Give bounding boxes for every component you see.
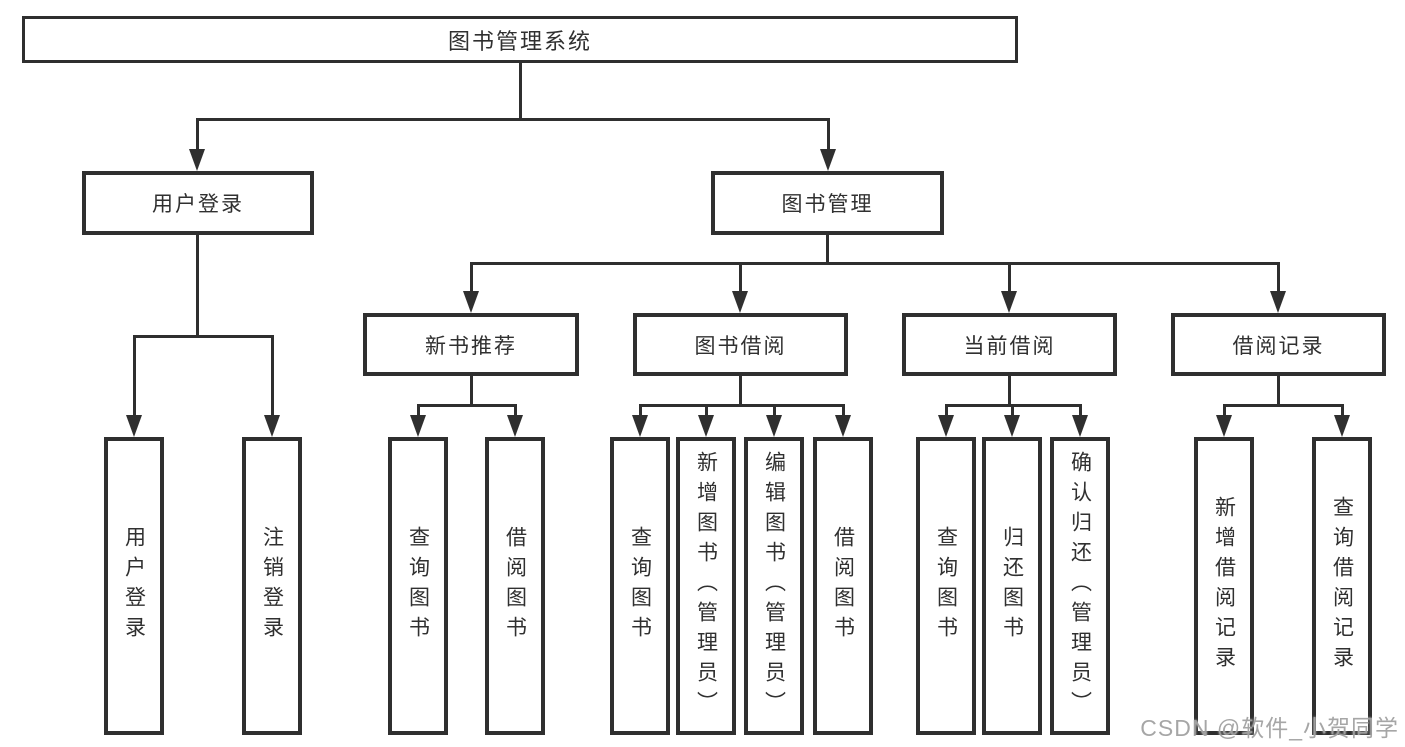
arrowhead-down-icon (1216, 415, 1232, 437)
node-user-login-label: 用户登录 (152, 193, 244, 216)
leaf-return-book-label: 归还图书 (1000, 526, 1024, 646)
watermark: CSDN @软件_小贺同学 (1140, 715, 1399, 741)
connector-vline (1341, 404, 1344, 419)
node-book-management-label: 图书管理 (781, 193, 874, 216)
leaf-confirm-return-admin-label: 确认归还（管理员） (1068, 451, 1092, 721)
connector-vline (133, 335, 136, 419)
leaf-confirm-return-admin: 确认归还（管理员） (1050, 437, 1110, 735)
leaf-return-book: 归还图书 (982, 437, 1042, 735)
connector-vline (271, 335, 274, 419)
connector-vline (639, 404, 642, 419)
connector-vline (1008, 376, 1011, 407)
connector-vline (945, 404, 948, 419)
connector-vline (519, 63, 522, 119)
arrowhead-down-icon (410, 415, 426, 437)
arrowhead-down-icon (463, 291, 479, 313)
connector-hline (133, 335, 274, 338)
connector-hline (417, 404, 517, 407)
node-current-borrow: 当前借阅 (902, 313, 1117, 376)
connector-vline (470, 262, 473, 296)
leaf-query-books-borrow-label: 查询图书 (628, 526, 652, 646)
arrowhead-down-icon (938, 415, 954, 437)
connector-vline (773, 404, 776, 419)
connector-vline (1277, 262, 1280, 296)
connector-hline (1223, 404, 1344, 407)
connector-hline (639, 404, 845, 407)
leaf-add-book-admin: 新增图书（管理员） (676, 437, 736, 735)
leaf-user-login-label: 用户登录 (122, 526, 146, 646)
leaf-query-borrow-record-label: 查询借阅记录 (1330, 496, 1354, 676)
connector-hline (196, 118, 830, 121)
connector-vline (1277, 376, 1280, 407)
connector-vline (196, 118, 199, 154)
leaf-add-borrow-record-label: 新增借阅记录 (1212, 496, 1236, 676)
leaf-query-books-recommend: 查询图书 (388, 437, 448, 735)
connector-vline (514, 404, 517, 419)
leaf-add-book-admin-label: 新增图书（管理员） (694, 451, 718, 721)
arrowhead-down-icon (698, 415, 714, 437)
node-current-borrow-label: 当前借阅 (963, 334, 1056, 358)
arrowhead-down-icon (1001, 291, 1017, 313)
arrowhead-down-icon (732, 291, 748, 313)
arrowhead-down-icon (820, 149, 836, 171)
leaf-query-books-borrow: 查询图书 (610, 437, 670, 735)
connector-vline (1011, 404, 1014, 419)
leaf-query-books-recommend-label: 查询图书 (406, 526, 430, 646)
connector-vline (826, 235, 829, 265)
arrowhead-down-icon (632, 415, 648, 437)
arrowhead-down-icon (1004, 415, 1020, 437)
leaf-edit-book-admin: 编辑图书（管理员） (744, 437, 804, 735)
connector-vline (705, 404, 708, 419)
connector-vline (1079, 404, 1082, 419)
connector-vline (470, 376, 473, 407)
connector-vline (739, 376, 742, 407)
arrowhead-down-icon (1334, 415, 1350, 437)
leaf-borrow-books-recommend-label: 借阅图书 (503, 526, 527, 646)
leaf-edit-book-admin-label: 编辑图书（管理员） (762, 451, 786, 721)
leaf-logout: 注销登录 (242, 437, 302, 735)
arrowhead-down-icon (766, 415, 782, 437)
leaf-query-borrow-record: 查询借阅记录 (1312, 437, 1372, 735)
node-borrow-records: 借阅记录 (1171, 313, 1386, 376)
leaf-borrow-books-recommend: 借阅图书 (485, 437, 545, 735)
node-new-book-recommend: 新书推荐 (363, 313, 579, 376)
arrowhead-down-icon (1270, 291, 1286, 313)
connector-vline (842, 404, 845, 419)
connector-vline (739, 262, 742, 296)
leaf-query-books-current: 查询图书 (916, 437, 976, 735)
leaf-user-login: 用户登录 (104, 437, 164, 735)
arrowhead-down-icon (189, 149, 205, 171)
node-user-login: 用户登录 (82, 171, 314, 235)
leaf-borrow-books-label: 借阅图书 (831, 526, 855, 646)
arrowhead-down-icon (126, 415, 142, 437)
leaf-add-borrow-record: 新增借阅记录 (1194, 437, 1254, 735)
leaf-logout-label: 注销登录 (260, 526, 284, 646)
connector-vline (1223, 404, 1226, 419)
arrowhead-down-icon (507, 415, 523, 437)
arrowhead-down-icon (835, 415, 851, 437)
connector-vline (196, 235, 199, 338)
node-book-borrow-label: 图书借阅 (694, 334, 787, 358)
connector-hline (470, 262, 1280, 265)
node-new-book-recommend-label: 新书推荐 (425, 334, 517, 358)
leaf-borrow-books: 借阅图书 (813, 437, 873, 735)
node-book-management: 图书管理 (711, 171, 944, 235)
node-borrow-records-label: 借阅记录 (1232, 334, 1325, 358)
node-root: 图书管理系统 (22, 16, 1018, 63)
arrowhead-down-icon (264, 415, 280, 437)
arrowhead-down-icon (1072, 415, 1088, 437)
leaf-query-books-current-label: 查询图书 (934, 526, 958, 646)
connector-vline (417, 404, 420, 419)
node-book-borrow: 图书借阅 (633, 313, 848, 376)
connector-vline (827, 118, 830, 154)
connector-vline (1008, 262, 1011, 296)
node-root-label: 图书管理系统 (447, 28, 592, 54)
